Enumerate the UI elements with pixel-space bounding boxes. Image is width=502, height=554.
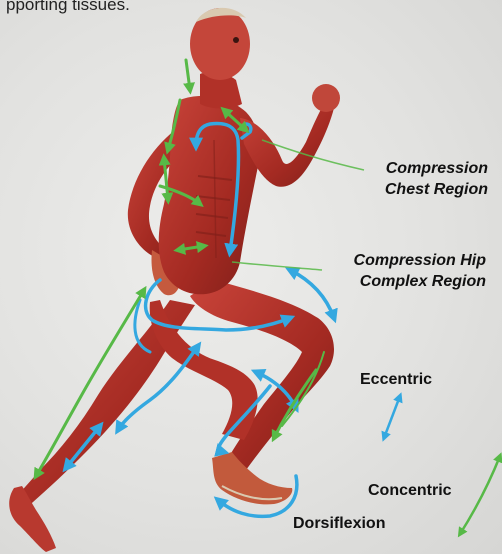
top-caption: pporting tissues.: [6, 0, 130, 15]
compression-chest-label: Compression Chest Region: [385, 158, 488, 200]
chest-label-line1: Compression: [385, 158, 488, 179]
eccentric-label: Eccentric: [360, 369, 432, 390]
chest-label-line2: Chest Region: [385, 179, 488, 200]
concentric-label: Concentric: [368, 480, 452, 501]
hip-label-line2: Complex Region: [354, 271, 486, 292]
compression-hip-label: Compression Hip Complex Region: [354, 250, 486, 292]
dorsiflexion-label: Dorsiflexion: [293, 513, 385, 534]
hip-label-line1: Compression Hip: [354, 250, 486, 271]
concentric-legend-icon: [460, 456, 500, 534]
eccentric-legend-icon: [384, 396, 400, 438]
head: [190, 8, 250, 109]
